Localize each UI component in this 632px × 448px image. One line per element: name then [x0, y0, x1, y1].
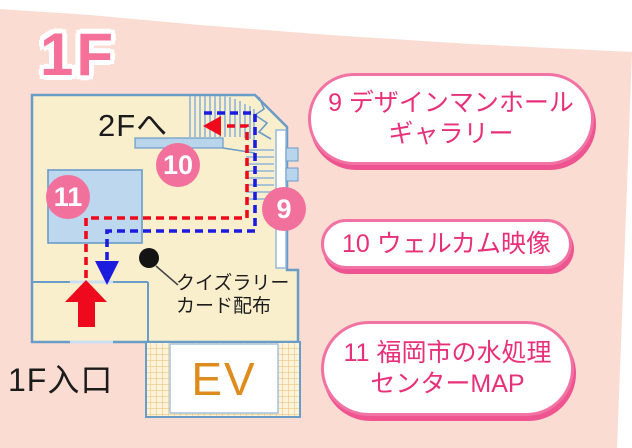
legend-item-9-line1: 9 デザインマンホール — [328, 89, 574, 117]
quiz-point-leader-line — [155, 265, 179, 286]
route-red-arrowhead-icon — [203, 116, 221, 136]
vestibule-walls — [33, 281, 149, 342]
label-1f-entrance: 1F入口 — [8, 362, 114, 398]
marker-11-number: 11 — [53, 181, 83, 212]
legend-item-11: 11 福岡市の水処理 センターMAP — [321, 321, 574, 416]
marker-9: 9 — [262, 187, 306, 231]
route-red — [84, 124, 249, 278]
marker-11: 11 — [46, 175, 90, 219]
route-blue-arrowhead-icon — [95, 261, 119, 285]
floor-title: 1F — [40, 21, 117, 88]
elevator-cab — [169, 343, 279, 414]
corner-zigzag-wall — [253, 96, 272, 140]
label-quiz-line1: クイズラリー — [176, 273, 290, 294]
stairs-down-icon — [246, 149, 274, 200]
legend-item-10: 10 ウェルカム映像 — [321, 219, 572, 269]
label-to-2f: 2Fへ — [98, 108, 169, 143]
legend-item-11-line1: 11 福岡市の水処理 — [343, 338, 552, 367]
route-blue — [105, 111, 257, 260]
legend-item-10-line1: 10 ウェルカム映像 — [341, 229, 551, 258]
legend-item-9-line2: ギャラリー — [388, 120, 514, 148]
legend-item-11-line2: センターMAP — [370, 369, 525, 398]
quiz-point-dot — [139, 248, 159, 268]
marker-9-number: 9 — [276, 193, 292, 224]
legend-item-9: 9 デザインマンホール ギャラリー — [308, 73, 594, 165]
stair-wall-diagonal — [222, 147, 256, 154]
marker-10: 10 — [156, 143, 200, 187]
label-elevator: EV — [191, 352, 257, 405]
stairs-up-icon — [189, 96, 255, 140]
right-landing-upper — [285, 147, 299, 162]
right-landing-lower — [285, 167, 299, 182]
entrance-arrow-icon — [65, 280, 107, 327]
label-quiz-card: クイズラリー カード配布 — [176, 272, 289, 318]
label-quiz-line2: カード配布 — [176, 296, 272, 317]
marker-10-number: 10 — [162, 149, 194, 180]
